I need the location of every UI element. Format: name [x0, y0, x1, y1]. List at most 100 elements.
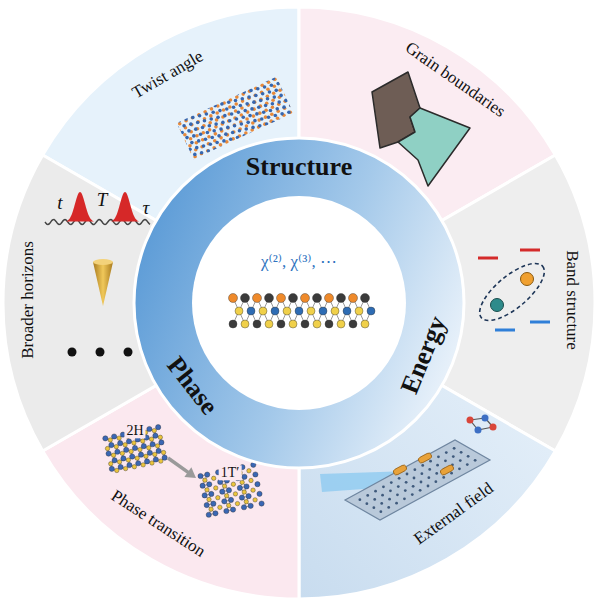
lattice-atom: [182, 140, 186, 144]
lattice-atom: [156, 159, 160, 163]
lattice-atom: [216, 104, 220, 108]
lattice-atom: [241, 141, 245, 145]
lattice-atom: [211, 86, 215, 90]
lattice-atom: [292, 135, 296, 139]
lattice-atom: [230, 158, 234, 162]
lattice-atom: [159, 459, 163, 463]
lattice-atom: [192, 95, 196, 99]
lattice-atom: [200, 195, 204, 199]
lattice-atom: [257, 59, 261, 63]
lattice-atom: [158, 143, 162, 147]
lattice-atom: [173, 45, 177, 49]
lattice-atom: [227, 119, 231, 123]
lattice-atom: [225, 195, 229, 199]
lattice-atom: [353, 134, 357, 138]
lattice-atom: [396, 493, 399, 496]
lattice-atom: [177, 119, 181, 123]
lattice-atom: [339, 154, 343, 158]
lattice-figure: [198, 462, 264, 517]
lattice-atom: [226, 200, 230, 204]
lattice-atom: [253, 93, 257, 97]
lattice-bond: [224, 501, 228, 505]
lattice-atom: [185, 179, 189, 183]
lattice-atom: [181, 154, 185, 158]
lattice-atom: [202, 191, 206, 195]
lattice-atom: [116, 138, 120, 142]
lattice-atom: [266, 94, 270, 98]
lattice-bond: [164, 453, 165, 458]
lattice-atom: [154, 120, 158, 124]
lattice-atom: [258, 111, 262, 115]
lattice-atom: [238, 85, 242, 89]
lattice-atom: [344, 105, 348, 109]
lattice-atom: [348, 139, 352, 143]
lattice-atom: [203, 184, 207, 188]
lattice-atom: [100, 82, 104, 86]
lattice-atom: [164, 79, 168, 83]
lattice-atom: [202, 198, 206, 202]
lattice-atom: [117, 460, 121, 464]
lattice-atom: [211, 67, 215, 71]
lattice-atom: [129, 112, 133, 116]
lattice-bond: [132, 433, 137, 435]
lattice-atom: [386, 161, 390, 165]
lattice-atom: [203, 119, 207, 123]
lattice-atom: [287, 110, 291, 114]
lattice-atom: [87, 117, 91, 121]
lattice-atom: [225, 66, 229, 70]
lattice-atom: [217, 178, 221, 182]
lattice-bond: [222, 492, 226, 496]
lattice-bond: [220, 476, 222, 482]
lattice-atom: [218, 65, 222, 69]
lattice-atom: [208, 124, 212, 128]
lattice-atom: [184, 119, 188, 123]
lattice-atom: [170, 139, 174, 143]
lattice-atom: [221, 208, 225, 212]
lattice-atom: [194, 74, 198, 78]
lattice-atom: [200, 145, 204, 149]
lattice-atom: [208, 54, 212, 58]
lattice-atom: [208, 128, 212, 132]
lattice-atom: [402, 131, 406, 135]
lattice-atom: [235, 95, 239, 99]
lattice-atom: [115, 72, 119, 76]
lattice-atom: [152, 67, 156, 71]
lattice-atom: [243, 152, 247, 156]
lattice-atom: [242, 159, 246, 163]
lattice-atom: [213, 139, 217, 143]
lattice-bond: [134, 439, 138, 442]
lattice-atom: [367, 141, 371, 145]
lattice-atom: [150, 126, 154, 130]
lattice-atom: [102, 84, 106, 88]
lattice-atom: [161, 110, 165, 114]
lattice-atom: [306, 123, 310, 127]
lattice-atom: [173, 89, 177, 93]
lattice-atom: [224, 80, 228, 84]
lattice-bond: [201, 476, 205, 480]
lattice-atom: [215, 51, 219, 55]
lattice-atom: [249, 132, 253, 136]
lattice-atom: [159, 64, 163, 68]
light-beam: [320, 471, 410, 492]
lattice-atom: [289, 147, 293, 151]
lattice-atom: [268, 140, 272, 144]
lattice-atom: [269, 196, 273, 200]
lattice-atom: [192, 134, 196, 138]
lattice-atom: [232, 204, 236, 208]
lattice-bond: [244, 486, 246, 492]
lattice-atom: [166, 114, 170, 118]
lattice-atom: [199, 89, 203, 93]
lattice-atom: [257, 118, 261, 122]
lattice-atom: [307, 174, 311, 178]
lattice-atom: [189, 122, 193, 126]
lattice-atom: [358, 152, 362, 156]
lattice-atom: [234, 109, 238, 113]
lattice-atom: [364, 172, 368, 176]
lattice-atom: [126, 57, 130, 61]
lattice-atom: [97, 70, 101, 74]
lattice-atom: [289, 177, 293, 181]
lattice-atom: [359, 138, 363, 142]
lattice-atom: [216, 159, 220, 163]
lattice-atom: [160, 48, 164, 52]
